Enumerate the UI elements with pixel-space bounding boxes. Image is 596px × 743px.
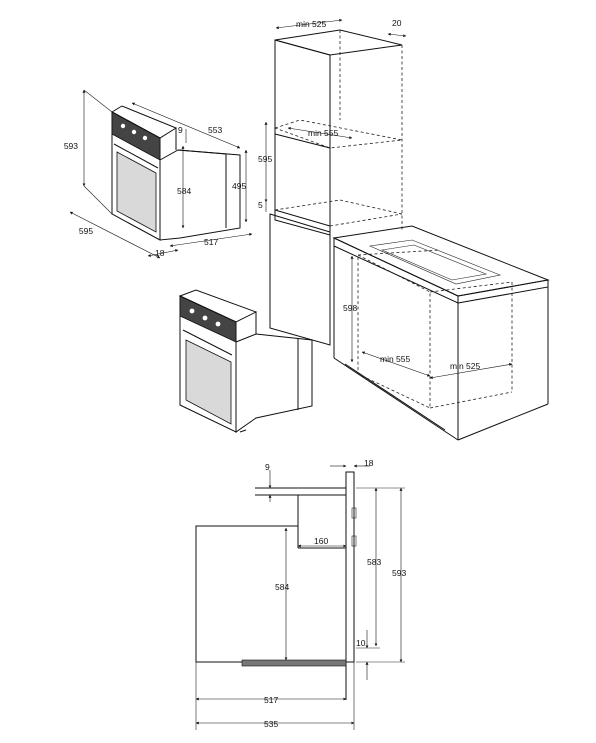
dim-column-min-depth: min 555 bbox=[308, 128, 339, 138]
dim-section-top-offset: 9 bbox=[265, 462, 270, 472]
dim-oven-width: 595 bbox=[79, 226, 93, 236]
dim-inner-height: 584 bbox=[177, 186, 191, 196]
knob-icon bbox=[189, 308, 195, 314]
dim-section-cutout-height: 583 bbox=[367, 557, 381, 567]
dim-section-front-thickness: 18 bbox=[364, 458, 374, 468]
oven-isometric-dimensioned: 593 595 553 9 584 495 517 18 bbox=[64, 89, 253, 259]
dim-body-depth: 517 bbox=[204, 237, 218, 247]
dim-counter-min-depth: min 555 bbox=[380, 354, 411, 364]
dim-door-offset: 9 bbox=[178, 125, 183, 135]
oven-isometric-plain bbox=[178, 289, 313, 433]
dim-oven-height: 593 bbox=[64, 141, 78, 151]
cabinet-floor bbox=[241, 659, 347, 667]
knob-icon bbox=[202, 315, 208, 321]
dim-section-total-height: 593 bbox=[392, 568, 406, 578]
dim-section-vent-depth: 160 bbox=[314, 536, 328, 546]
hinge-icon bbox=[351, 535, 357, 547]
dim-section-body-height: 584 bbox=[275, 582, 289, 592]
section-view: 9 18 160 584 583 593 10 517 535 bbox=[195, 458, 406, 730]
dim-counter-min-width: min 525 bbox=[450, 361, 481, 371]
dim-body-height: 495 bbox=[232, 181, 246, 191]
column-cabinet: min 525 20 min 555 595 5 bbox=[258, 18, 407, 346]
counter-cabinet: 598 min 555 min 525 bbox=[332, 225, 550, 441]
dim-front-thickness: 18 bbox=[155, 248, 165, 258]
dim-column-base-gap: 5 bbox=[258, 200, 263, 210]
dim-counter-niche-height: 598 bbox=[343, 303, 357, 313]
knob-icon bbox=[142, 135, 148, 141]
knob-icon bbox=[131, 129, 137, 135]
knob-icon bbox=[120, 123, 126, 129]
knob-icon bbox=[215, 321, 221, 327]
dim-oven-depth: 553 bbox=[208, 125, 222, 135]
dim-column-niche-height: 595 bbox=[258, 154, 272, 164]
dim-section-bottom-gap: 10 bbox=[356, 638, 366, 648]
dim-section-total-depth: 535 bbox=[264, 719, 278, 729]
dim-column-min-width: min 525 bbox=[296, 19, 327, 29]
oven-front-section bbox=[345, 471, 355, 663]
dim-section-body-depth: 517 bbox=[264, 695, 278, 705]
hinge-icon bbox=[351, 507, 357, 519]
dim-column-side-gap: 20 bbox=[392, 18, 402, 28]
